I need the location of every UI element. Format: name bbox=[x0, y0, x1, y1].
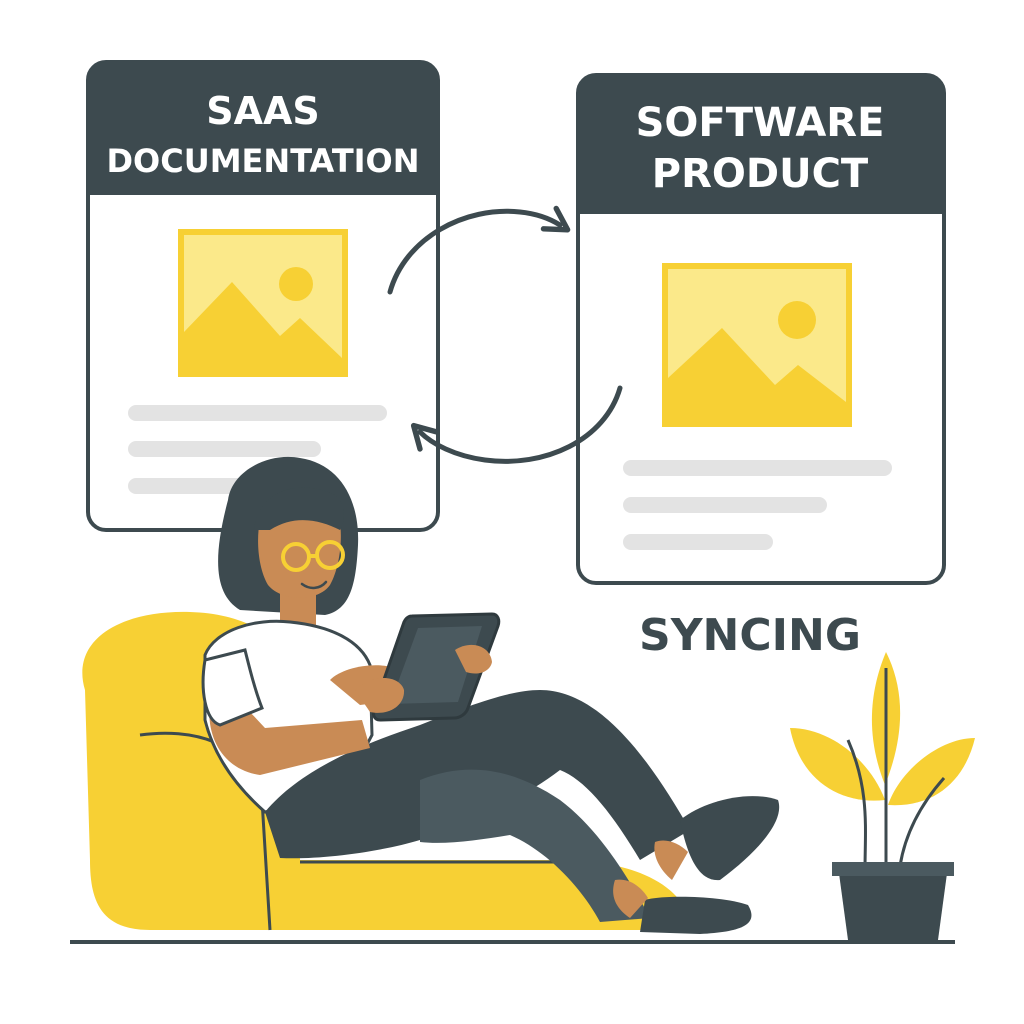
product-title-line1: SOFTWARE bbox=[636, 100, 885, 146]
plant-icon bbox=[790, 652, 975, 940]
documentation-card-header bbox=[88, 62, 438, 195]
text-line bbox=[623, 497, 827, 513]
woman-reading bbox=[201, 456, 780, 934]
image-placeholder-icon bbox=[662, 263, 852, 427]
text-line bbox=[623, 460, 892, 476]
sync-arrow-icon bbox=[387, 205, 571, 295]
documentation-card: SAAS DOCUMENTATION bbox=[86, 60, 440, 532]
product-title-line2: PRODUCT bbox=[652, 151, 869, 197]
documentation-title-line2: DOCUMENTATION bbox=[106, 142, 419, 180]
text-line bbox=[128, 441, 321, 457]
sync-arrow-icon bbox=[410, 385, 623, 464]
text-line bbox=[128, 405, 387, 421]
text-line bbox=[623, 534, 773, 550]
syncing-caption: SYNCING bbox=[639, 610, 861, 661]
plant-pot bbox=[838, 866, 948, 940]
documentation-title-line1: SAAS bbox=[206, 89, 320, 133]
product-card-header bbox=[578, 75, 944, 214]
image-placeholder-icon bbox=[178, 229, 348, 377]
product-card: SOFTWARE PRODUCT bbox=[576, 73, 946, 585]
tablet-icon bbox=[371, 612, 501, 722]
